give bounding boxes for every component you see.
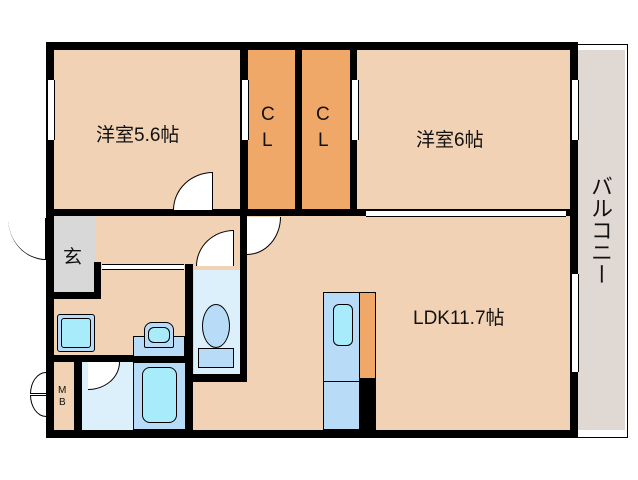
window-room1-left xyxy=(47,80,55,140)
closet1-label-bottom: L xyxy=(262,130,273,151)
wall-closet-divider xyxy=(295,42,302,216)
wall-right xyxy=(570,42,578,438)
wall-rooms-bottom xyxy=(46,209,578,216)
sliding-door-room2[interactable] xyxy=(366,210,566,217)
bathtub xyxy=(133,362,186,430)
mb-label-bottom: B xyxy=(59,397,66,408)
ldk-label: LDK11.7帖 xyxy=(413,308,505,329)
entrance xyxy=(54,216,96,292)
entrance-label: 玄 xyxy=(63,247,83,268)
door-mb-2[interactable] xyxy=(30,395,46,417)
window-ldk-right xyxy=(571,274,579,372)
room1-label: 洋室5.6帖 xyxy=(96,125,180,146)
wall-bath-top xyxy=(54,355,189,362)
wall-toilet-right xyxy=(240,216,247,382)
toilet-bowl xyxy=(202,304,230,348)
closet2-label-top: C xyxy=(316,104,330,125)
kitchen-cabinet xyxy=(359,292,376,379)
western-room-2 xyxy=(356,50,570,210)
mb-label-top: M xyxy=(58,385,67,396)
toilet-tank xyxy=(198,348,234,368)
wall-left xyxy=(46,42,54,438)
washbasin-inner xyxy=(148,327,170,343)
closet-2 xyxy=(302,50,350,210)
window-room1-right xyxy=(241,80,249,140)
bathtub-inner xyxy=(142,367,177,423)
meter-box xyxy=(54,362,74,430)
washing-machine xyxy=(57,314,95,352)
kitchen-divider xyxy=(323,381,360,382)
wall-toilet-bottom xyxy=(185,374,247,382)
washing-machine-inner xyxy=(61,318,91,348)
balcony-label: バルコニー xyxy=(588,175,613,285)
balcony-floor xyxy=(578,50,625,430)
door-entrance[interactable] xyxy=(8,218,46,260)
wall-entrance-bottom xyxy=(46,292,101,299)
wall-entrance-right xyxy=(94,262,101,299)
wall-bottom xyxy=(46,430,578,438)
kitchen-sink xyxy=(333,304,353,346)
wall-hall-toilet xyxy=(185,264,193,432)
window-room2-right xyxy=(571,80,579,140)
closet-1 xyxy=(248,50,295,210)
closet1-label-top: C xyxy=(261,104,275,125)
kitchen-wall xyxy=(359,379,376,431)
door-mb-1[interactable] xyxy=(30,372,46,394)
closet2-label-bottom: L xyxy=(318,130,329,151)
window-room2-left xyxy=(351,80,359,140)
sliding-door-washroom[interactable] xyxy=(102,264,184,270)
washbasin-bowl xyxy=(144,322,174,348)
wall-mb-right xyxy=(74,355,82,435)
wall-top xyxy=(46,42,578,50)
room2-label: 洋室6帖 xyxy=(416,130,484,151)
